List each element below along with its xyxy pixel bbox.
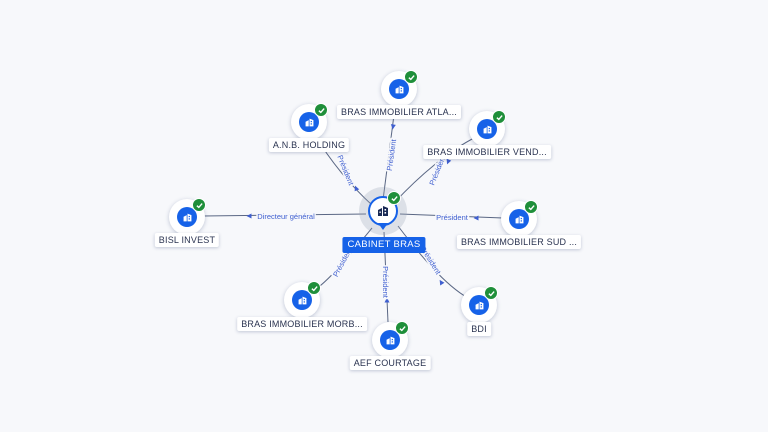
building-icon: [380, 330, 400, 350]
pin-pointer: [378, 223, 388, 230]
center-company-label[interactable]: CABINET BRAS: [342, 237, 426, 253]
edge-arrow: [354, 185, 360, 192]
verified-check-icon: [524, 200, 538, 214]
company-node[interactable]: [169, 198, 206, 235]
edge-arrow: [384, 297, 390, 303]
building-icon: [477, 119, 497, 139]
edge-role-label: Président: [385, 138, 398, 172]
edge-arrow: [246, 213, 252, 219]
verified-check-icon: [307, 281, 321, 295]
verified-check-icon: [192, 198, 206, 212]
edge-arrow: [473, 215, 479, 221]
company-node[interactable]: [381, 70, 418, 107]
edge-line: [382, 106, 396, 201]
company-label[interactable]: BRAS IMMOBILIER MORB...: [237, 317, 367, 331]
company-label[interactable]: A.N.B. HOLDING: [268, 138, 350, 152]
building-icon: [177, 207, 197, 227]
edge-role-label: Président: [335, 154, 356, 188]
company-node[interactable]: [284, 281, 321, 318]
company-label[interactable]: AEF COURTAGE: [349, 356, 431, 370]
company-node[interactable]: [461, 286, 498, 323]
company-node[interactable]: [291, 103, 328, 140]
edge-arrow: [439, 279, 445, 286]
edge-arrow: [390, 124, 396, 130]
company-node[interactable]: [372, 321, 409, 358]
edge-line: [393, 136, 477, 204]
company-label[interactable]: BISL INVEST: [154, 233, 220, 247]
edge-role-label: Président: [381, 266, 390, 299]
edge-line: [399, 213, 504, 219]
company-label[interactable]: BRAS IMMOBILIER SUD ...: [456, 235, 582, 249]
verified-check-icon: [404, 70, 418, 84]
edge-arrow: [446, 158, 452, 165]
building-icon: [509, 209, 529, 229]
verified-check-icon: [484, 286, 498, 300]
edge-role-label: Directeur général: [257, 212, 315, 221]
center-company-node[interactable]: [359, 187, 407, 235]
edge-role-label: Président: [436, 213, 469, 222]
building-icon: [292, 290, 312, 310]
company-node[interactable]: [501, 200, 538, 237]
verified-check-icon: [395, 321, 409, 335]
company-label[interactable]: BRAS IMMOBILIER ATLA...: [337, 105, 461, 119]
edge-line: [397, 225, 469, 299]
company-node[interactable]: [469, 110, 506, 147]
company-label[interactable]: BRAS IMMOBILIER VEND...: [423, 145, 551, 159]
building-icon: [389, 79, 409, 99]
company-label[interactable]: BDI: [467, 322, 491, 336]
verified-check-icon: [492, 110, 506, 124]
edge-line: [202, 213, 367, 217]
verified-check-icon: [314, 103, 328, 117]
verified-check-icon: [387, 191, 401, 205]
building-icon: [299, 112, 319, 132]
building-icon: [469, 295, 489, 315]
